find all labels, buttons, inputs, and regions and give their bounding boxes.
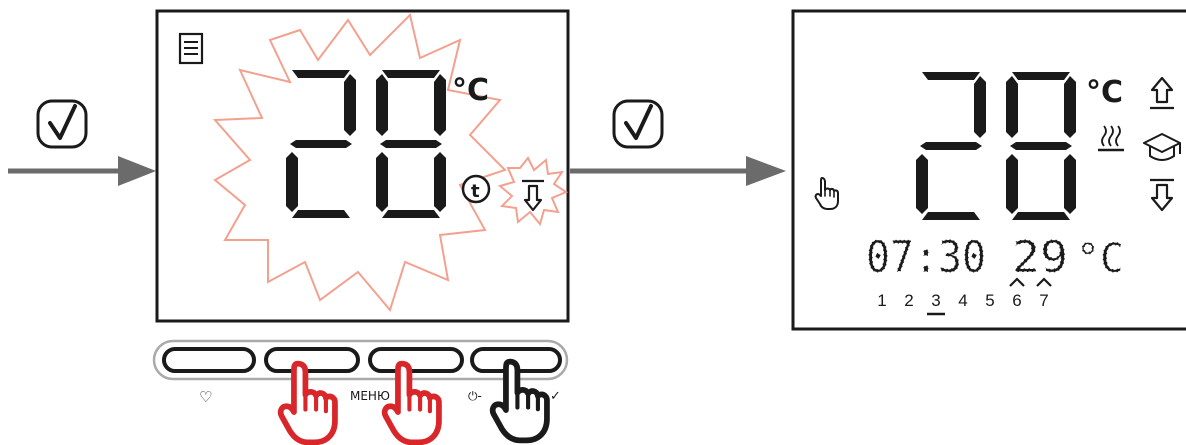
weekday-7: 7 [1039, 291, 1048, 310]
temperature-unit-right: °C [1086, 75, 1123, 110]
confirm-check-icon-2 [612, 99, 664, 149]
comfort-up-icon [1150, 76, 1174, 110]
room-temperature-unit: °C [1076, 236, 1124, 282]
weekday-6: 6 [1012, 291, 1021, 310]
confirm-check-icon [36, 99, 88, 149]
heating-icon [1098, 125, 1124, 152]
up-button[interactable] [368, 347, 464, 373]
entry-arrow [8, 156, 156, 186]
svg-text:t: t [471, 181, 480, 202]
thermostat-display-right [791, 9, 1186, 331]
timer-icon: t [461, 174, 491, 204]
eco-down-icon [522, 179, 544, 212]
favorite-label: ♡ [199, 388, 212, 406]
transition-arrow [570, 156, 786, 186]
temperature-highlight-burst [212, 13, 507, 313]
school-cap-icon [1143, 133, 1181, 161]
ok-label: ✓ [550, 389, 561, 404]
program-list-icon [178, 32, 204, 65]
weekday-4: 4 [958, 291, 967, 310]
day-marker-caret [1009, 277, 1025, 287]
down-button[interactable] [264, 347, 360, 373]
temperature-unit-left: °C [452, 73, 489, 108]
weekday-1: 1 [877, 291, 886, 310]
power-label: ⏻- [468, 389, 482, 403]
mode-highlight-burst [497, 156, 569, 227]
weekday-5: 5 [985, 291, 994, 310]
button-bar [152, 339, 569, 381]
eco-down-icon-right [1150, 178, 1174, 212]
day-marker-caret [1036, 277, 1052, 287]
room-temperature: 29 [1012, 232, 1068, 283]
favorite-button[interactable] [162, 347, 256, 373]
weekday-3: 3 [931, 291, 940, 310]
menu-label: МЕНЮ [350, 389, 390, 403]
weekday-2: 2 [904, 291, 913, 310]
clock-time: 07:30 [866, 232, 986, 283]
